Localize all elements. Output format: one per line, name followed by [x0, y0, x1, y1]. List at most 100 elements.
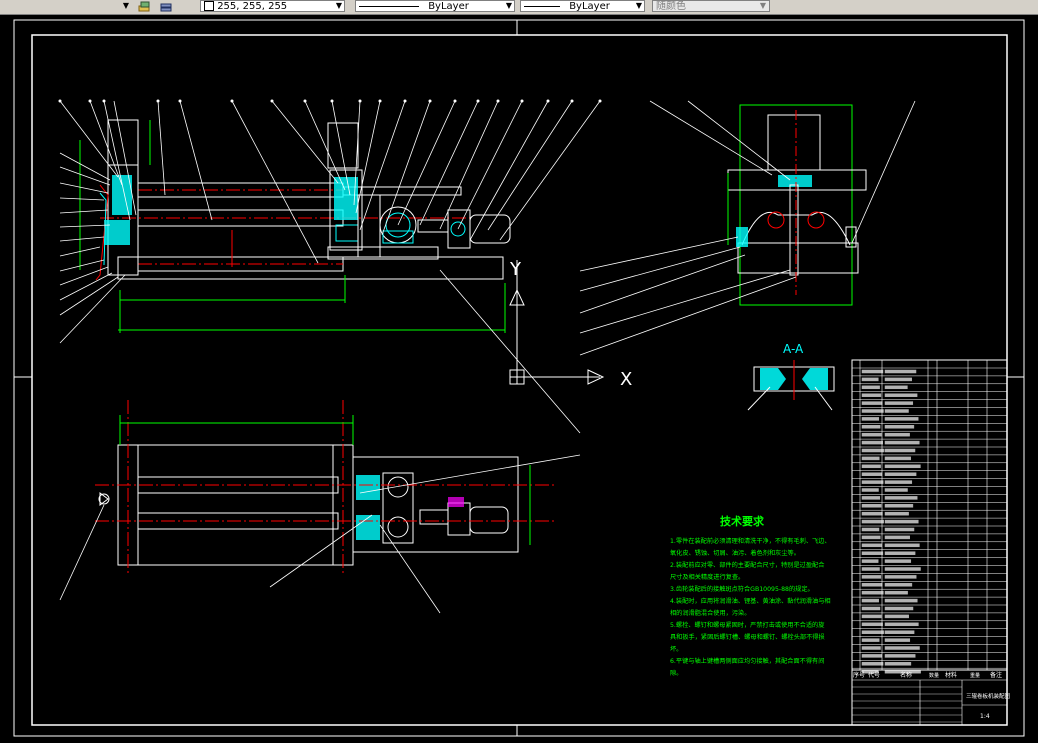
chevron-down-icon[interactable]: ▼ [335, 1, 343, 10]
tech-line: 具和扳手，紧固后螺钉槽、螺母和螺钉、螺栓头部不得损 [670, 633, 825, 641]
technical-requirements: 技术要求 1.零件在装配前必须清理和清洗干净，不得有毛刺、飞边、 氧化皮、锈蚀、… [670, 514, 831, 677]
parts-list-text-mark [861, 472, 883, 476]
parts-list-text-mark [861, 662, 884, 666]
parts-list-text-mark [861, 480, 884, 484]
header-cell: 重量 [970, 672, 980, 679]
parts-list-text-mark [884, 409, 909, 413]
parts-list-text-mark [884, 567, 921, 571]
parts-list-text-mark [861, 559, 879, 563]
ucs-icon [509, 260, 605, 385]
parts-list-text-mark [884, 622, 919, 627]
section-aa: A-A [747, 342, 835, 411]
parts-list-text-mark [884, 527, 915, 532]
cad-drawing[interactable]: X Y A-A [0, 15, 1038, 743]
parts-list-text-mark [884, 662, 912, 666]
parts-list-text-mark [884, 559, 912, 563]
drawing-canvas[interactable]: X Y A-A [0, 15, 1038, 743]
parts-list-text-mark [884, 543, 920, 548]
chevron-down-icon[interactable]: ▼ [122, 1, 130, 10]
header-cell: 代号 [868, 671, 880, 679]
parts-list-text-mark [861, 551, 884, 555]
tech-line: 尺寸及相关精度进行复查。 [670, 573, 744, 581]
parts-list-text-mark [884, 369, 917, 374]
chevron-down-icon[interactable]: ▼ [505, 1, 513, 10]
parts-list-text-mark [861, 393, 882, 397]
front-view [58, 99, 602, 434]
linetype-control[interactable]: ByLayer [355, 0, 515, 12]
inner-frame [31, 34, 1008, 726]
parts-list-text-mark [861, 377, 879, 382]
parts-list: 三辊卷板机装配图 1:4 序号 代号 名称 数量 材料 重量 备注 [851, 359, 1011, 726]
parts-list-text-mark [861, 369, 884, 374]
top-view [59, 400, 581, 614]
parts-list-text-mark [861, 496, 881, 500]
properties-toolbar: ▼ 255, 255, 255 ▼ ByLayer ▼ ByLayer ▼ 随颜… [0, 0, 1038, 15]
parts-list-text-mark [861, 535, 881, 540]
lineweight-control[interactable]: ByLayer [520, 0, 645, 12]
header-cell: 序号 [853, 671, 865, 679]
parts-list-text-mark [884, 575, 917, 579]
outer-frame [13, 19, 1025, 737]
tech-line: 4.装配时，应用将润滑油、锂基、黄油涂、黏代润滑油与相 [670, 597, 831, 605]
parts-list-text-mark [861, 614, 882, 619]
parts-list-text-mark [884, 504, 914, 508]
parts-list-text-mark [884, 472, 917, 476]
parts-list-text-mark [884, 590, 908, 595]
color-swatch-icon [204, 1, 214, 11]
parts-list-text-mark [861, 575, 882, 579]
layer-previous-icon[interactable] [160, 1, 172, 12]
tech-line: 1.零件在装配前必须清理和清洗干净，不得有毛刺、飞边、 [670, 537, 831, 545]
side-view [579, 100, 916, 356]
header-cell: 材料 [945, 671, 957, 679]
parts-list-text-mark [884, 511, 909, 516]
parts-list-text-mark [884, 385, 908, 390]
parts-list-text-mark [884, 456, 911, 461]
parts-list-text-mark [861, 511, 883, 516]
parts-list-text-mark [884, 654, 916, 658]
header-cell: 数量 [929, 672, 939, 679]
parts-list-text-mark [884, 480, 913, 484]
lineweight-value: ByLayer [569, 1, 610, 12]
parts-list-text-mark [861, 543, 882, 548]
parts-list-text-mark [861, 646, 881, 650]
parts-list-text-mark [884, 598, 918, 603]
header-cell: 名称 [900, 671, 912, 679]
parts-list-text-mark [861, 401, 883, 405]
parts-list-text-mark [861, 567, 880, 571]
parts-list-text-mark [861, 488, 879, 492]
parts-list-text-mark [861, 464, 881, 469]
header-cell: 备注 [990, 671, 1002, 679]
parts-list-text-mark [861, 409, 884, 413]
layer-states-icon[interactable] [138, 1, 150, 12]
parts-list-text-mark [884, 417, 919, 421]
parts-list-text-mark [884, 448, 916, 453]
color-control[interactable]: 255, 255, 255 [200, 0, 345, 12]
chevron-down-icon[interactable]: ▼ [759, 1, 767, 10]
lineweight-sample [524, 5, 560, 7]
parts-list-text-mark [861, 622, 883, 627]
tech-line: 坏。 [670, 645, 682, 653]
parts-list-text-mark [861, 456, 880, 461]
parts-list-text-mark [884, 401, 914, 405]
parts-list-text-mark [861, 606, 881, 611]
parts-list-text-mark [861, 440, 883, 445]
parts-list-text-mark [861, 385, 880, 390]
parts-list-text-mark [861, 432, 882, 437]
parts-list-text-mark [884, 488, 908, 492]
parts-list-text-mark [884, 464, 921, 469]
plotstyle-control[interactable]: 随颜色 [652, 0, 770, 12]
tech-line: 6.平键与轴上键槽两侧面应均匀接触，其配合面不得有间 [670, 657, 824, 665]
parts-list-text-mark [884, 646, 920, 650]
parts-list-text-mark [884, 551, 916, 555]
parts-list-text-mark [861, 527, 880, 532]
parts-list-text-mark [861, 654, 883, 658]
tech-line: 氧化皮、锈蚀、切屑、油污、着色剂和灰尘等。 [670, 549, 800, 557]
parts-list-text-mark [861, 583, 883, 587]
parts-list-text-mark [861, 504, 882, 508]
parts-list-text-mark [861, 630, 885, 634]
parts-list-text-mark [884, 614, 909, 619]
axis-x-label: X [620, 369, 632, 390]
chevron-down-icon[interactable]: ▼ [635, 1, 643, 10]
parts-list-text-mark [861, 519, 884, 524]
parts-list-text-mark [861, 425, 881, 429]
